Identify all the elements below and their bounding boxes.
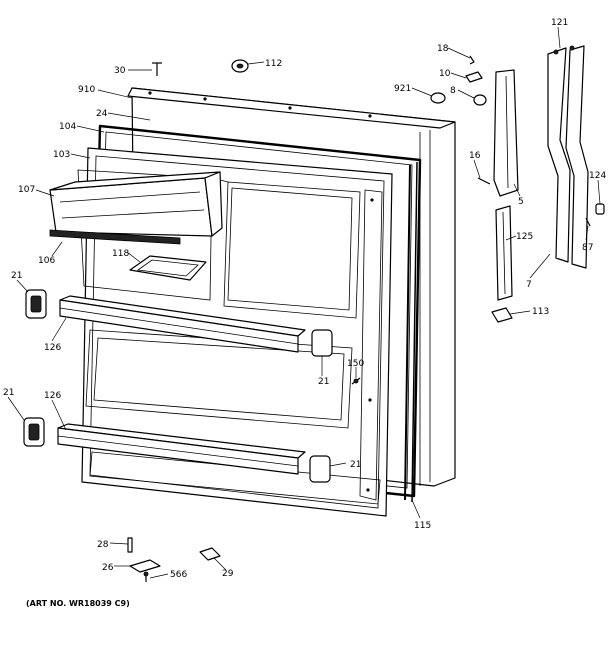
callout-labels: 30 112 910 24 104 103 107 106 118 21 126… bbox=[3, 18, 606, 580]
callout-104: 104 bbox=[59, 122, 76, 132]
callout-29: 29 bbox=[222, 569, 234, 579]
end-cap-113 bbox=[491, 307, 513, 323]
pin-28 bbox=[127, 537, 133, 553]
callout-21-left-top: 21 bbox=[11, 271, 22, 281]
screw-566 bbox=[143, 571, 149, 582]
callout-124: 124 bbox=[589, 171, 606, 181]
callout-21-inner-bottom: 21 bbox=[350, 460, 361, 470]
callout-113: 113 bbox=[532, 307, 549, 317]
callout-87: 87 bbox=[582, 243, 593, 253]
handle-insert-125 bbox=[495, 205, 513, 301]
callout-112: 112 bbox=[265, 59, 282, 69]
screw-18 bbox=[469, 55, 475, 65]
hinge-bracket-5 bbox=[493, 69, 519, 197]
callout-121: 121 bbox=[551, 18, 568, 28]
callout-28: 28 bbox=[97, 540, 109, 550]
callout-5: 5 bbox=[518, 197, 524, 207]
hinge-pin-10 bbox=[465, 71, 483, 83]
dairy-compartment-door bbox=[49, 171, 223, 245]
screw-87 bbox=[585, 217, 591, 227]
shelf-clip-left-top bbox=[25, 289, 47, 319]
leader-lines bbox=[7, 26, 601, 579]
callout-21-inner-top: 21 bbox=[318, 377, 329, 387]
callout-126-bottom: 126 bbox=[44, 391, 61, 401]
clip-124 bbox=[595, 203, 605, 215]
screw-150 bbox=[351, 377, 361, 385]
bushing-8 bbox=[473, 94, 487, 106]
shelf-bar-bottom bbox=[57, 423, 306, 475]
callout-118: 118 bbox=[112, 249, 129, 259]
handle-121 bbox=[547, 45, 589, 269]
callout-24: 24 bbox=[96, 109, 108, 119]
callout-21-left-bottom: 21 bbox=[3, 388, 14, 398]
callout-566: 566 bbox=[170, 570, 187, 580]
callout-8: 8 bbox=[450, 86, 456, 96]
butter-tray bbox=[129, 255, 207, 281]
callout-910: 910 bbox=[78, 85, 95, 95]
callout-16: 16 bbox=[469, 151, 481, 161]
screw-16 bbox=[477, 177, 491, 185]
callout-921: 921 bbox=[394, 84, 411, 94]
shelf-clip-inner-bottom bbox=[309, 455, 331, 483]
bushing-921 bbox=[430, 92, 446, 104]
screw-30 bbox=[152, 62, 162, 76]
callout-125: 125 bbox=[516, 232, 533, 242]
shelf-clip-left-bottom bbox=[23, 417, 45, 447]
callout-26: 26 bbox=[102, 563, 114, 573]
hinge-plate-26 bbox=[129, 559, 161, 573]
callout-103: 103 bbox=[53, 150, 70, 160]
callout-126-top: 126 bbox=[44, 343, 61, 353]
callout-107: 107 bbox=[18, 185, 35, 195]
callout-10: 10 bbox=[439, 69, 451, 79]
plug-112 bbox=[231, 59, 249, 73]
nut-29 bbox=[199, 547, 221, 561]
callout-150: 150 bbox=[347, 359, 364, 369]
shelf-clip-inner-top bbox=[311, 329, 333, 357]
shelf-bar-top bbox=[59, 295, 306, 353]
callout-18: 18 bbox=[437, 44, 449, 54]
art-number: (ART NO. WR18039 C9) bbox=[26, 599, 130, 608]
callout-115: 115 bbox=[414, 521, 431, 531]
callout-30: 30 bbox=[114, 66, 126, 76]
callout-7: 7 bbox=[526, 280, 532, 290]
callout-106: 106 bbox=[38, 256, 55, 266]
